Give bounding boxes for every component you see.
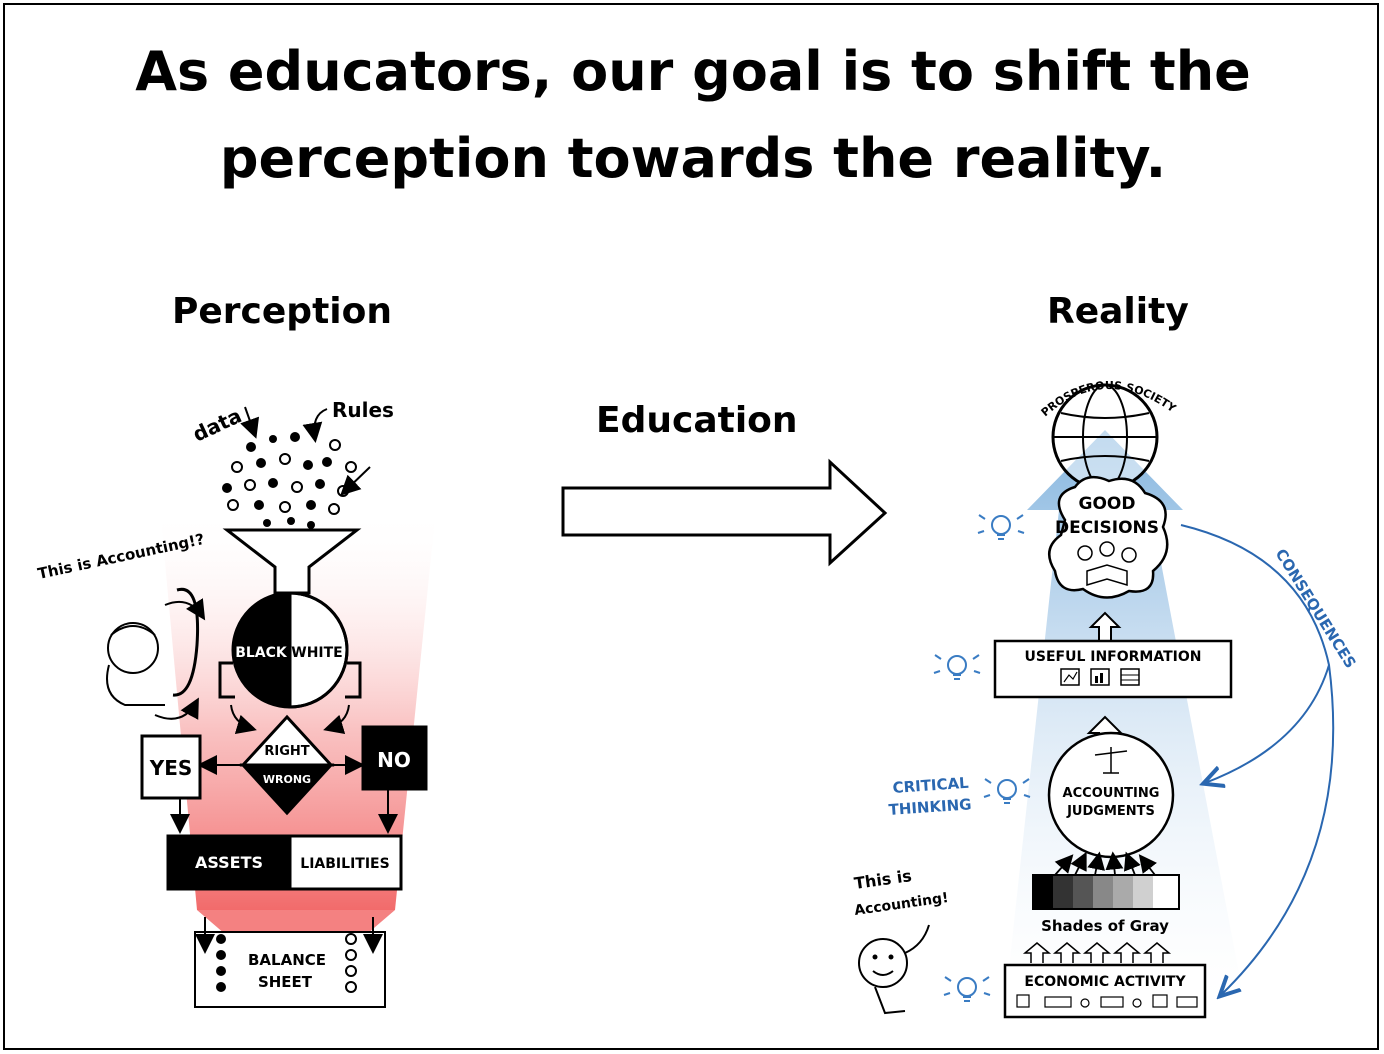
assets-label: ASSETS xyxy=(195,853,263,872)
critical-label: CRITICAL xyxy=(892,774,970,797)
rules-arrow xyxy=(302,408,328,443)
education-arrow xyxy=(561,458,888,567)
no-label: NO xyxy=(377,748,411,772)
slide-frame: As educators, our goal is to shift the p… xyxy=(3,3,1379,1050)
wrong-label: WRONG xyxy=(263,773,311,786)
slide-title-line-2: perception towards the reality. xyxy=(219,127,1167,190)
data-arrow xyxy=(240,406,260,439)
lightbulb-icon xyxy=(983,778,1031,804)
reality-quote-line-2: Accounting! xyxy=(853,890,949,919)
shades-of-gray-bar xyxy=(1032,874,1180,910)
perception-diagram: data Rules xyxy=(36,398,436,1008)
education-label: Education xyxy=(596,400,798,441)
scale-icon xyxy=(1094,747,1128,774)
consequences-arrow-activity xyxy=(1221,664,1335,995)
black-white-machine: BLACK WHITE xyxy=(218,591,362,734)
rules-label: Rules xyxy=(332,398,394,422)
shades-of-gray-label: Shades of Gray xyxy=(1041,917,1169,935)
economy-icons xyxy=(1016,994,1198,1008)
economic-activity-box xyxy=(1003,963,1207,1019)
falling-dots xyxy=(222,432,357,529)
people-reading-icon xyxy=(1077,541,1137,587)
funnel xyxy=(222,528,362,595)
balance-sheet-dots xyxy=(216,933,357,993)
confused-person xyxy=(106,587,206,720)
economic-activity-label: ECONOMIC ACTIVITY xyxy=(1024,974,1186,990)
consequences-label: CONSEQUENCES xyxy=(1272,546,1360,672)
happy-person xyxy=(858,924,930,1015)
judgments-label: JUDGMENTS xyxy=(1066,804,1155,819)
white-label: WHITE xyxy=(291,645,342,661)
good-decisions-cloud xyxy=(1048,475,1169,599)
balance-label: BALANCE xyxy=(248,951,326,969)
slide-title-line-1: As educators, our goal is to shift the xyxy=(135,40,1251,103)
decisions-label: DECISIONS xyxy=(1055,518,1159,538)
lightbulb-icon xyxy=(943,976,991,1002)
reality-quote-line-1: This is xyxy=(853,866,913,893)
black-label: BLACK xyxy=(235,645,288,661)
liabilities-box xyxy=(288,834,403,891)
right-wrong-diamond: RIGHT WRONG xyxy=(197,714,365,816)
yes-box xyxy=(140,734,202,800)
activity-arrows xyxy=(1022,942,1172,963)
yes-label: YES xyxy=(149,756,193,780)
lightbulb-icon xyxy=(933,654,981,680)
no-box xyxy=(361,725,428,791)
data-label: data xyxy=(189,403,245,446)
sheet-label: SHEET xyxy=(258,973,313,991)
useful-information-label: USEFUL INFORMATION xyxy=(1025,649,1202,665)
reality-heading: Reality xyxy=(1047,291,1189,332)
right-label: RIGHT xyxy=(264,744,309,759)
consequences-arrow-judgments xyxy=(1180,524,1331,783)
lightbulb-icon xyxy=(977,514,1025,540)
up-arrow-information xyxy=(1088,611,1122,642)
liabilities-label: LIABILITIES xyxy=(300,856,389,872)
useful-information-box xyxy=(993,639,1233,699)
accounting-label: ACCOUNTING xyxy=(1063,786,1160,801)
diagram-canvas: data Rules xyxy=(36,379,1360,1019)
reality-diagram: PROSPEROUS SOCIETY GOOD DECISIONS USEFUL… xyxy=(853,379,1360,1019)
assets-box xyxy=(166,834,292,891)
thinking-label: THINKING xyxy=(888,795,972,819)
report-icons xyxy=(1060,668,1140,686)
good-label: GOOD xyxy=(1079,494,1136,514)
gray-arrows xyxy=(1054,851,1157,876)
perception-glow xyxy=(160,508,436,910)
perception-heading: Perception xyxy=(172,291,392,332)
